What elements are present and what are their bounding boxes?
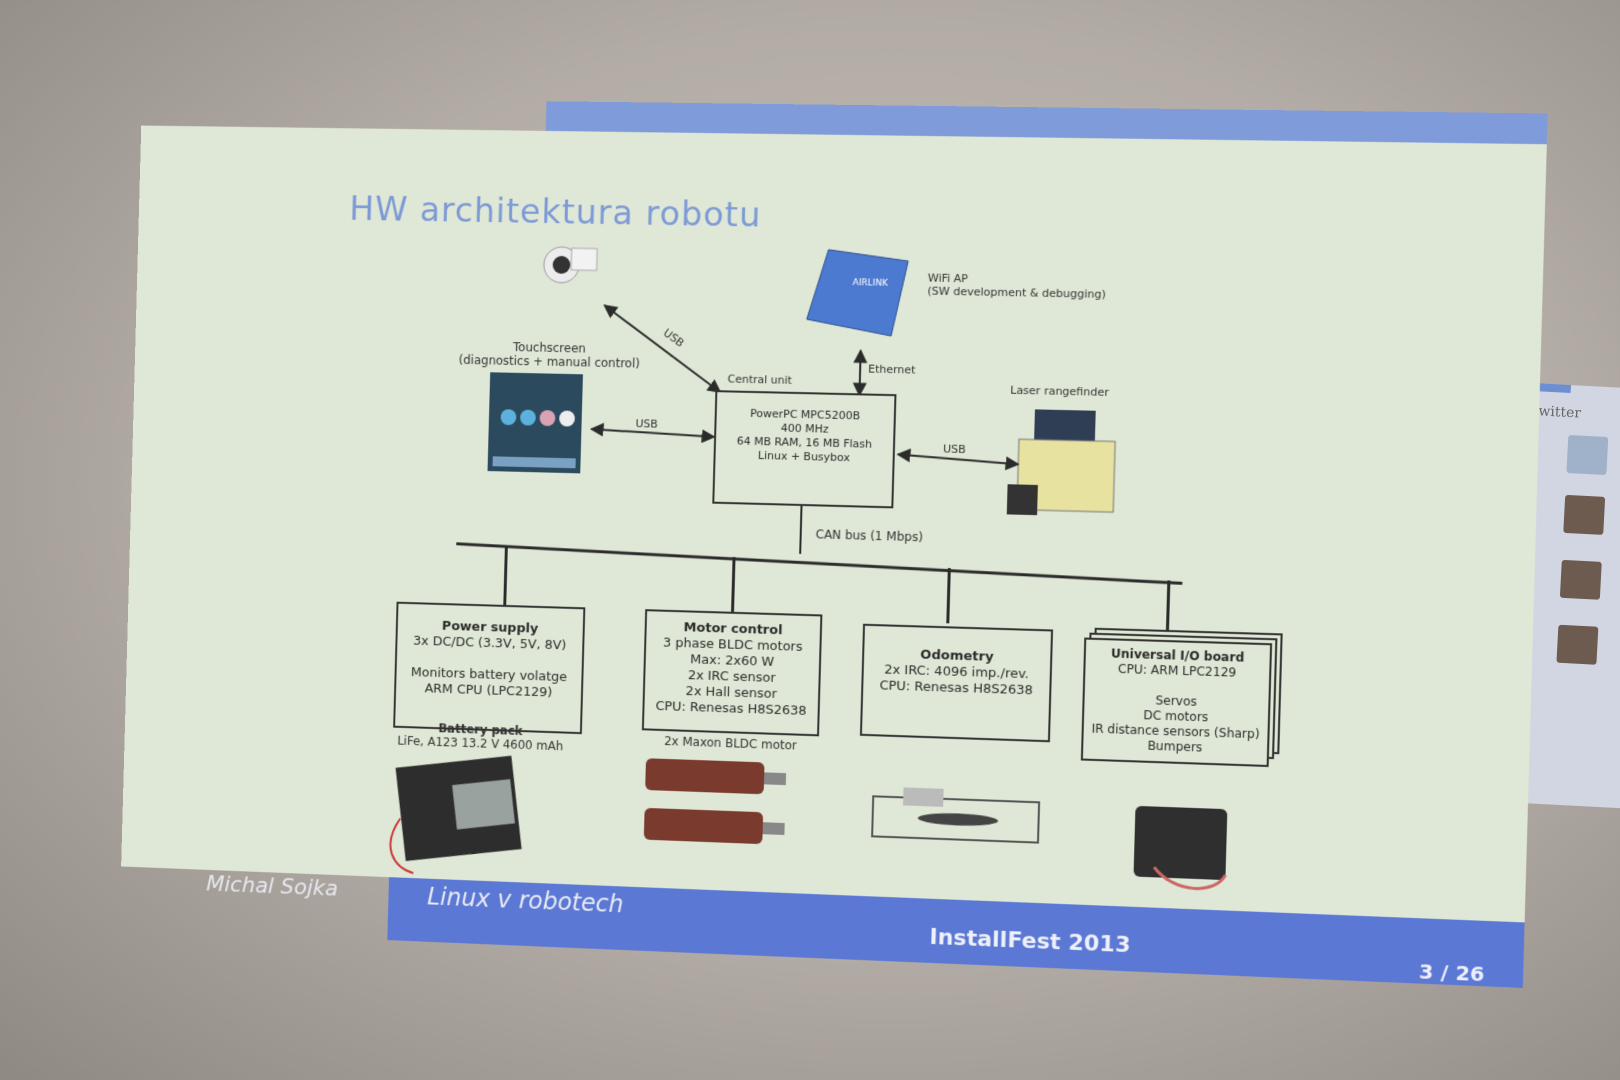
diagram-svg: AIRLINK [121,126,1547,923]
can-bus-label: CAN bus (1 Mbps) [815,527,924,545]
odometry-sensor-image [872,787,1039,842]
footer-page-number: 3 / 26 [1418,959,1485,987]
io-board-box: Universal I/O board CPU: ARM LPC2129 Ser… [1080,637,1273,768]
laser-label: Laser rangefinder [1010,383,1110,399]
central-unit-box: PowerPC MPC5200B 400 MHz 64 MB RAM, 16 M… [712,390,897,509]
wifi-ap-image: AIRLINK [806,249,908,336]
laser-rangefinder-image [1006,409,1116,516]
central-unit-label: Central unit [727,372,793,387]
webcam-image [543,247,597,284]
usb-label-touchscreen: USB [635,417,658,431]
bldc-motor-image [643,758,787,845]
svg-text:AIRLINK: AIRLINK [852,278,888,289]
touchscreen-label: Touchscreen (diagnostics + manual contro… [458,340,641,371]
power-supply-box: Power supply 3x DC/DC (3.3V, 5V, 8V) Mon… [393,601,586,735]
motor-control-box: Motor control 3 phase BLDC motors Max: 2… [641,609,823,737]
footer-author: Michal Sojka [205,871,339,902]
battery-pack-image [390,755,522,877]
servo-image [1133,805,1227,890]
slide-body: HW architektura robotu AIRLINK [121,126,1547,923]
footer-title: Linux v robotech [426,882,624,919]
odometry-box: Odometry 2x IRC: 4096 imp./rev. CPU: Ren… [859,623,1054,743]
projected-slide: HW architektura robotu AIRLINK [118,96,1600,1037]
ethernet-label: Ethernet [867,362,916,377]
touchscreen-image [487,372,583,474]
wifi-ap-label: WiFi AP (SW development & debugging) [927,271,1107,301]
usb-label-laser: USB [942,442,967,457]
footer-event: InstallFest 2013 [929,924,1131,959]
